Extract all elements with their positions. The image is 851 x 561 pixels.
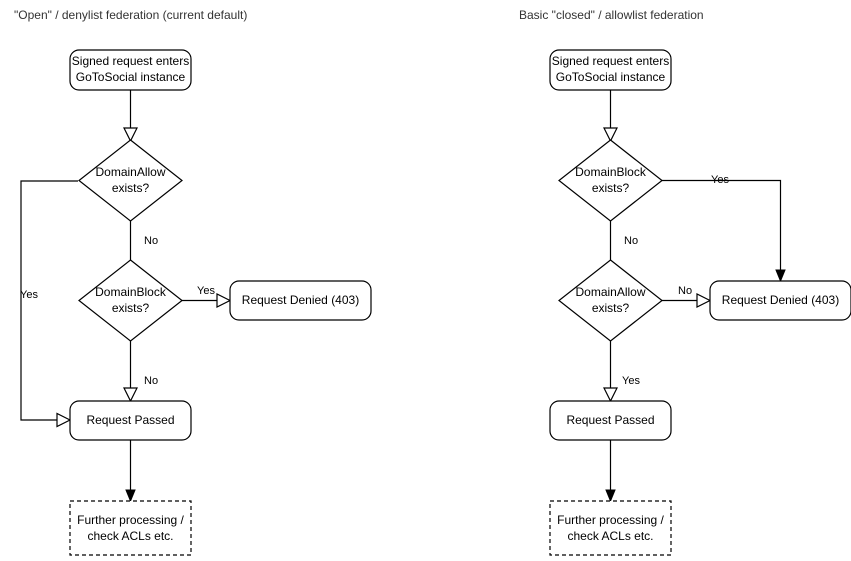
right-edge-label-block-no: No [624, 235, 638, 247]
arrowhead-filled-passed-further [125, 489, 136, 503]
node-right-request-passed-label: Request Passed [566, 413, 654, 427]
node-left-domainblock-line2: exists? [112, 301, 150, 315]
node-right-domainblock[interactable]: DomainBlock exists? [558, 139, 663, 222]
node-right-domainallow-shape [558, 259, 663, 342]
node-right-domainblock-line1: DomainBlock [575, 165, 647, 179]
node-right-domainallow[interactable]: DomainAllow exists? [558, 259, 663, 342]
node-right-request-passed[interactable]: Request Passed [549, 400, 672, 441]
right-panel-title: Basic "closed" / allowlist federation [519, 8, 704, 22]
node-right-request-passed-shape [549, 400, 672, 441]
arrowhead-open-entry-allow [123, 127, 138, 143]
right-edge-label-allow-no: No [678, 285, 692, 297]
node-right-domainallow-line1: DomainAllow [575, 285, 645, 299]
edge-allow-yes-to-passed [20, 180, 78, 421]
node-right-entry-line2: GoToSocial instance [556, 70, 666, 84]
node-left-further-processing[interactable]: Further processing / check ACLs etc. [69, 500, 192, 556]
node-left-further-processing-line2: check ACLs etc. [87, 529, 173, 543]
node-left-further-processing-shape [69, 500, 192, 556]
node-left-request-denied-label: Request Denied (403) [242, 293, 359, 307]
left-edge-label-block-no: No [144, 375, 158, 387]
arrowhead-filled-r-passed-further [605, 489, 616, 503]
arrowhead-open-r-allow-denied [696, 293, 712, 308]
node-left-domainallow-shape [78, 139, 183, 222]
node-left-entry-shape [69, 49, 192, 91]
node-right-further-processing-shape [549, 500, 672, 556]
node-right-further-processing-line2: check ACLs etc. [567, 529, 653, 543]
left-panel-title: "Open" / denylist federation (current de… [14, 8, 247, 22]
node-left-domainblock[interactable]: DomainBlock exists? [78, 259, 183, 342]
left-edge-label-block-yes: Yes [197, 285, 215, 297]
left-edge-label-allow-no: No [144, 235, 158, 247]
node-left-further-processing-line1: Further processing / [77, 513, 184, 527]
node-left-request-denied[interactable]: Request Denied (403) [229, 280, 372, 321]
left-edge-label-allow-yes: Yes [20, 289, 38, 301]
node-right-further-processing[interactable]: Further processing / check ACLs etc. [549, 500, 672, 556]
right-edge-label-allow-yes: Yes [622, 375, 640, 387]
node-left-domainallow[interactable]: DomainAllow exists? [78, 139, 183, 222]
arrowhead-open-r-entry-block [603, 127, 618, 143]
node-left-entry[interactable]: Signed request enters GoToSocial instanc… [69, 49, 192, 91]
node-left-domainallow-line1: DomainAllow [95, 165, 165, 179]
node-right-further-processing-line1: Further processing / [557, 513, 664, 527]
node-left-domainblock-line1: DomainBlock [95, 285, 167, 299]
node-right-domainblock-shape [558, 139, 663, 222]
node-left-domainblock-shape [78, 259, 183, 342]
arrowhead-open-block-denied [216, 293, 232, 308]
node-right-request-denied-shape [709, 280, 851, 321]
arrowhead-filled-r-block-denied [775, 269, 786, 283]
node-right-entry-line1: Signed request enters [552, 54, 669, 68]
node-right-entry-shape [549, 49, 672, 91]
node-right-entry[interactable]: Signed request enters GoToSocial instanc… [549, 49, 672, 91]
node-left-request-passed[interactable]: Request Passed [69, 400, 192, 441]
right-edge-label-block-yes: Yes [711, 174, 729, 186]
node-left-domainallow-line2: exists? [112, 181, 150, 195]
node-right-request-denied[interactable]: Request Denied (403) [709, 280, 851, 321]
edge-r-block-yes-to-denied [662, 179, 782, 274]
node-right-domainallow-line2: exists? [592, 301, 630, 315]
arrowhead-open-r-allow-passed [603, 387, 618, 403]
node-left-request-passed-label: Request Passed [86, 413, 174, 427]
arrowhead-open-allow-passed [56, 412, 72, 428]
node-right-domainblock-line2: exists? [592, 181, 630, 195]
left-panel-connectors [20, 90, 232, 503]
arrowhead-open-block-passed [123, 387, 138, 403]
node-right-request-denied-label: Request Denied (403) [722, 293, 839, 307]
node-left-request-passed-shape [69, 400, 192, 441]
node-left-entry-line2: GoToSocial instance [76, 70, 186, 84]
node-left-request-denied-shape [229, 280, 372, 321]
node-left-entry-line1: Signed request enters [72, 54, 189, 68]
